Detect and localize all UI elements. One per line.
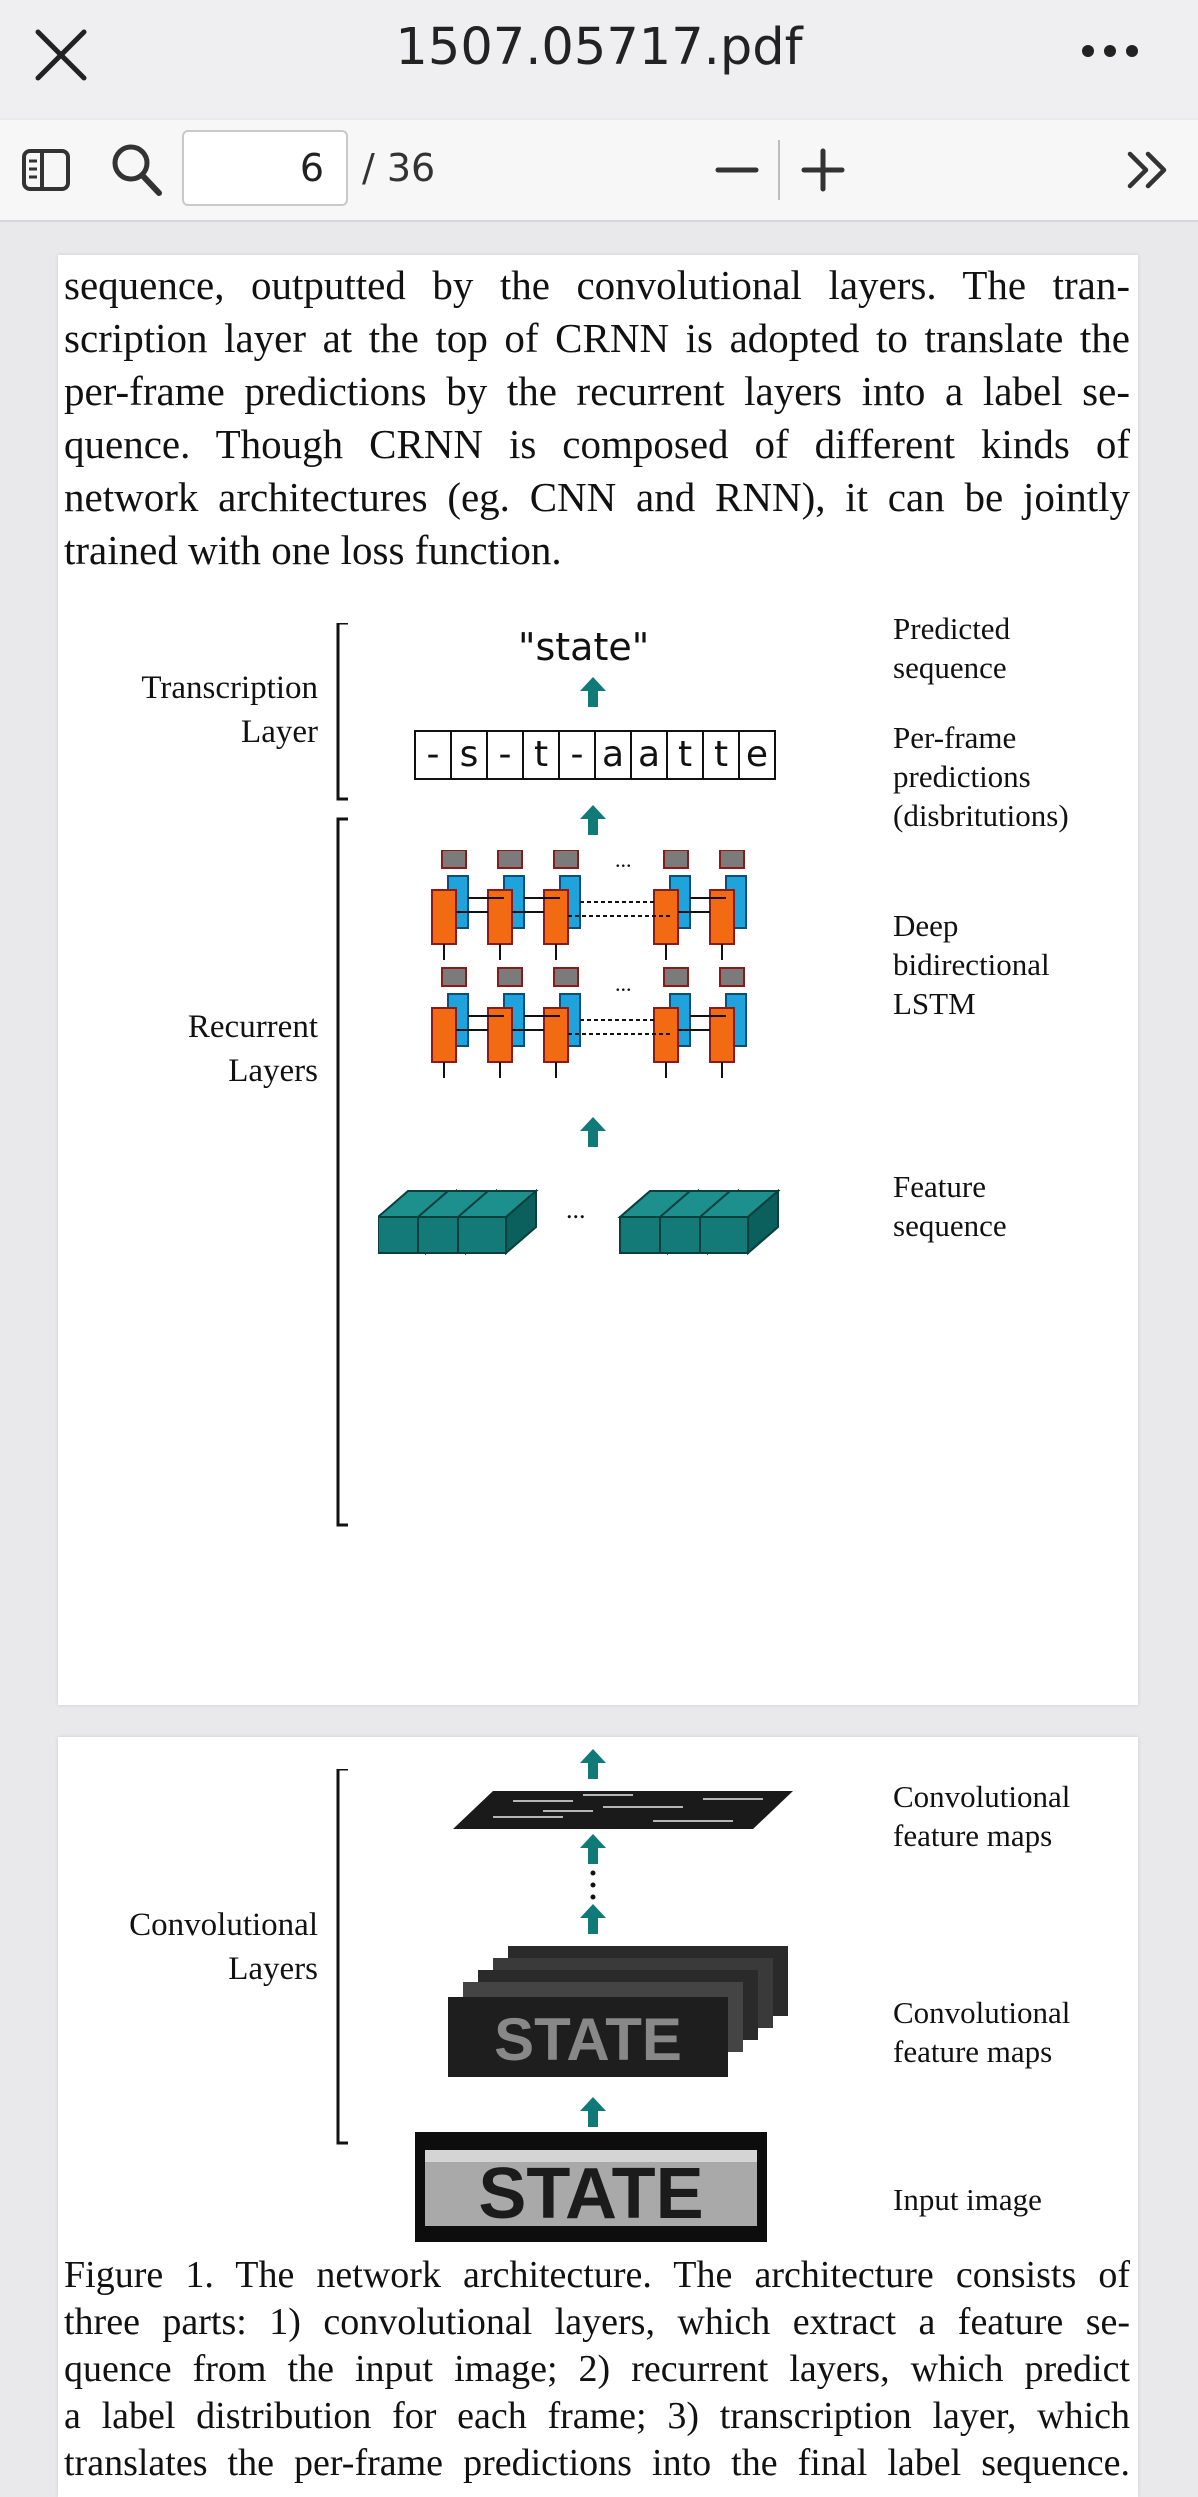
lstm-forward-cell [431, 889, 457, 945]
input-image: STATE [415, 2132, 767, 2242]
sidebar-toggle-icon[interactable] [20, 145, 72, 195]
lstm-output-node [497, 850, 523, 869]
lstm-forward-cell [709, 1007, 735, 1063]
frame-label: t [668, 732, 704, 778]
text-line: sequence, outputted by the convolutional… [64, 262, 1130, 308]
feature-sequence-blocks [378, 1188, 781, 1256]
ellipsis: ... [566, 1195, 586, 1224]
text-line: quence. Though CRNN is composed of diffe… [64, 421, 1130, 467]
caption-line: translates the per-frame predictions int… [64, 2442, 1130, 2484]
up-arrow-icon [580, 1904, 606, 1934]
feature-maps-stack: STATE [448, 1946, 788, 2077]
figure-caption: Figure 1. The network architecture. The … [64, 2252, 1130, 2487]
lstm-output-node [719, 967, 745, 987]
per-frame-predictions-label: Per-frame predictions (disbritutions) [893, 720, 1069, 833]
up-arrow-icon [580, 1749, 606, 1779]
up-arrow-icon [580, 677, 606, 707]
frame-label: - [416, 732, 452, 778]
up-arrow-icon [580, 1117, 606, 1147]
search-icon[interactable] [108, 140, 164, 198]
close-icon[interactable] [26, 20, 96, 90]
frame-label: a [632, 732, 668, 778]
lstm-output-node [497, 967, 523, 987]
frame-label: t [704, 732, 740, 778]
frame-label: - [488, 732, 524, 778]
layer-brackets [336, 623, 348, 1527]
predicted-word: "state" [518, 625, 650, 669]
page-total: / 36 [362, 146, 436, 190]
feature-maps-label: Convolutional feature maps [893, 1779, 1071, 1853]
text-line: per-frame predictions by the recurrent l… [64, 368, 1130, 414]
lstm-output-node [663, 967, 689, 987]
pdf-toolbar [0, 120, 1198, 222]
text-line: trained with one loss function. [64, 527, 562, 573]
caption-line: three parts: 1) convolutional layers, wh… [64, 2301, 1130, 2343]
text-line: network architectures (eg. CNN and RNN),… [64, 474, 1130, 520]
transcription-layer-label: Transcription Layer [141, 670, 318, 750]
lstm-output-node [441, 967, 467, 987]
lstm-output-node [553, 967, 579, 987]
up-arrow-icon [580, 2097, 606, 2127]
input-image-text: STATE [478, 2154, 703, 2234]
pdf-page: sequence, outputted by the convolutional… [58, 255, 1138, 1705]
minus-icon[interactable] [712, 150, 762, 190]
lstm-output-node [441, 850, 467, 869]
frame-label: - [560, 732, 596, 778]
lstm-output-node [719, 850, 745, 869]
double-chevron-right-icon[interactable] [1124, 148, 1174, 192]
pdf-page: Convolutional Layers STATE S [58, 1737, 1138, 2497]
caption-line: Figure 1. The network architecture. The … [64, 2254, 1130, 2296]
predicted-sequence-label: Predicted sequence [893, 611, 1011, 685]
caption-line: quence from the input image; 2) recurren… [64, 2348, 1130, 2390]
bidirectional-lstm-diagram [431, 850, 747, 1078]
frame-label: s [452, 732, 488, 778]
document-title: 1507.05717.pdf [395, 18, 803, 77]
caption-line: a label distribution for each frame; 3) … [64, 2395, 1130, 2437]
title-bar: 1507.05717.pdf [0, 0, 1198, 118]
page-number-input[interactable]: 6 [182, 130, 348, 206]
feature-map-image [453, 1791, 793, 1829]
lstm-output-node [553, 850, 579, 869]
frame-label: t [524, 732, 560, 778]
body-paragraph: sequence, outputted by the convolutional… [64, 259, 1130, 577]
up-arrow-icon [580, 805, 606, 835]
plus-icon[interactable] [798, 145, 848, 195]
feature-sequence-label: Feature sequence [893, 1169, 1007, 1243]
feature-maps-label: Convolutional feature maps [893, 1995, 1071, 2069]
ellipsis: ... [615, 847, 632, 872]
deep-lstm-label: Deep bidirectional LSTM [893, 908, 1050, 1021]
lstm-forward-cell [431, 1007, 457, 1063]
layer-bracket [336, 1769, 348, 2145]
input-image-label: Input image [893, 2182, 1042, 2217]
blurred-image-text: STATE [494, 2006, 682, 2073]
recurrent-layers-label: Recurrent Layers [187, 1009, 318, 1089]
ellipsis: ... [615, 971, 632, 996]
more-options-icon[interactable] [1075, 22, 1145, 82]
frame-label: e [745, 734, 769, 775]
frame-prediction-sequence: - s - t - a a t t e [414, 730, 776, 780]
lstm-output-node [663, 850, 689, 869]
up-arrow-icon [580, 1834, 606, 1864]
zoom-divider [778, 140, 780, 200]
frame-label: a [596, 732, 632, 778]
text-line: scription layer at the top of CRNN is ad… [64, 315, 1130, 361]
convolutional-layers-label: Convolutional Layers [129, 1907, 318, 1987]
